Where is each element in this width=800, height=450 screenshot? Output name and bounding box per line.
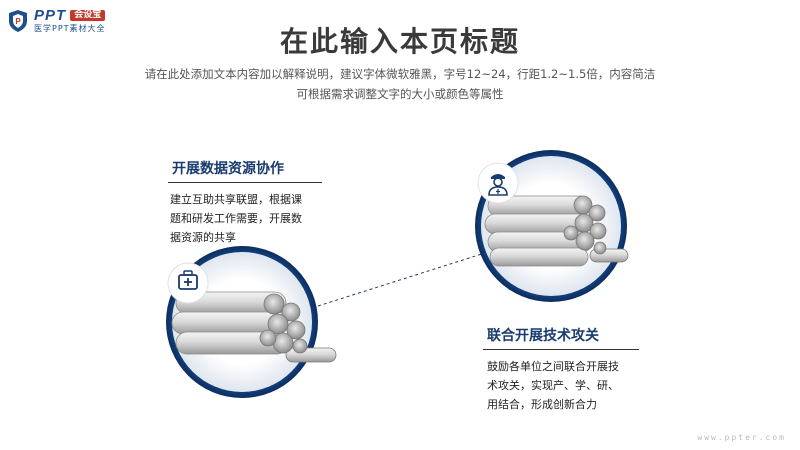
shield-logo-icon: P bbox=[9, 9, 27, 32]
block-body-line: 建立互助共享联盟，根据课 bbox=[170, 193, 302, 206]
subtitle-line-2: 可根据需求调整文字的大小或颜色等属性 bbox=[296, 87, 504, 101]
logo-tagline: 医学PPT素材大全 bbox=[34, 24, 106, 33]
page-title: 在此输入本页标题 bbox=[279, 25, 520, 58]
block-body-data-collaboration: 建立互助共享联盟，根据课 题和研发工作需要，开展数 据资源的共享 bbox=[170, 190, 340, 247]
block-divider bbox=[483, 349, 639, 350]
block-body-line: 用结合，形成创新合力 bbox=[487, 398, 597, 411]
page-subtitle: 请在此处添加文本内容加以解释说明，建议字体微软雅黑，字号12~24，行距1.2~… bbox=[100, 64, 700, 104]
right-cable-circle bbox=[475, 150, 629, 302]
block-body-joint-research: 鼓励各单位之间联合开展技 术攻关，实现产、学、研、 用结合，形成创新合力 bbox=[487, 357, 657, 414]
svg-text:P: P bbox=[15, 17, 21, 26]
block-divider bbox=[168, 182, 322, 183]
left-cable-bundle bbox=[171, 291, 337, 363]
block-body-line: 据资源的共享 bbox=[170, 231, 236, 244]
block-body-line: 术攻关，实现产、学、研、 bbox=[487, 379, 619, 392]
subtitle-line-1: 请在此处添加文本内容加以解释说明，建议字体微软雅黑，字号12~24，行距1.2~… bbox=[144, 67, 656, 81]
logo: P PPT 会设宝 医学PPT素材大全 bbox=[8, 8, 106, 33]
watermark: www.ppter.com bbox=[697, 433, 786, 442]
logo-brand: PPT bbox=[34, 7, 67, 24]
block-title-data-collaboration: 开展数据资源协作 bbox=[172, 161, 284, 177]
block-body-line: 题和研发工作需要，开展数 bbox=[170, 212, 302, 225]
medical-kit-icon bbox=[167, 262, 209, 304]
logo-badge: 会设宝 bbox=[70, 10, 106, 21]
doctor-icon bbox=[477, 162, 519, 204]
block-title-joint-research: 联合开展技术攻关 bbox=[487, 328, 599, 344]
connector-line bbox=[317, 251, 489, 307]
left-cable-circle bbox=[166, 246, 337, 398]
right-cable-bundle bbox=[484, 195, 629, 267]
block-body-line: 鼓励各单位之间联合开展技 bbox=[487, 360, 619, 373]
